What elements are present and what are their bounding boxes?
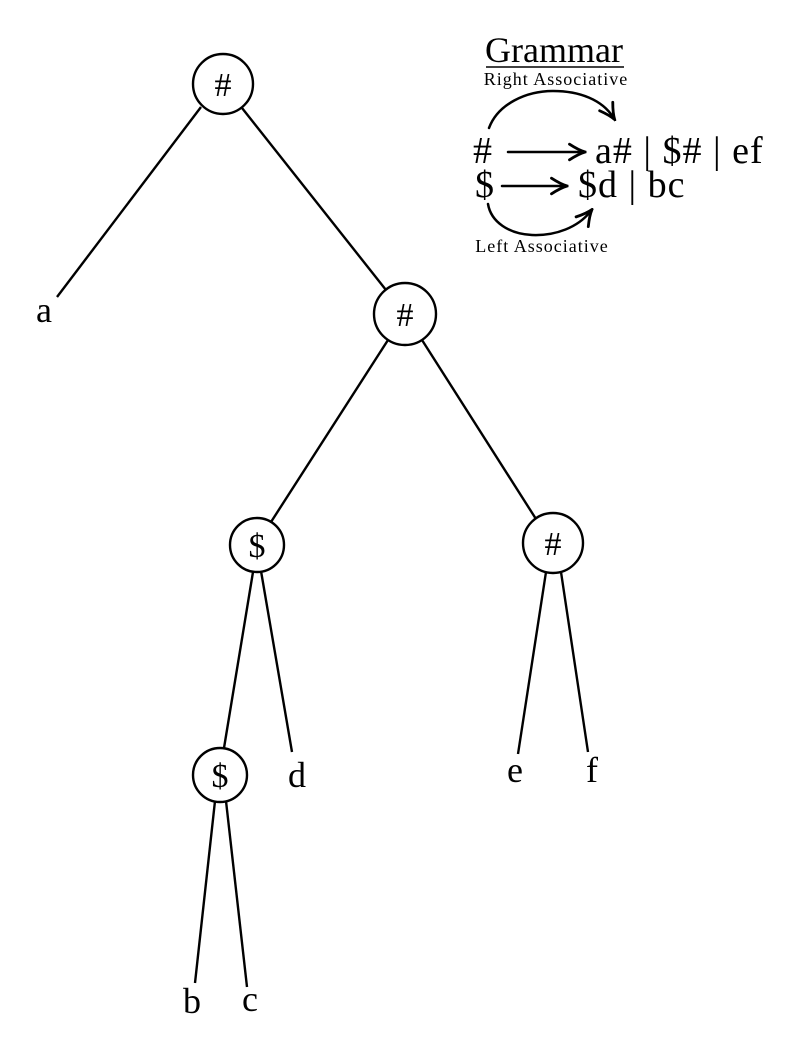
tree-leaves: a b c d e f bbox=[36, 290, 598, 1021]
tree-node-mid: # bbox=[372, 281, 438, 347]
edge-dollar-dollar bbox=[222, 571, 255, 749]
node-label: # bbox=[545, 526, 562, 563]
rule-lhs: # bbox=[473, 130, 493, 172]
edge-mid-hash bbox=[420, 339, 538, 520]
grammar-legend: Grammar Right Associative # a# | $# | ef… bbox=[473, 30, 764, 256]
tree-node-root: # bbox=[191, 52, 255, 116]
node-label: # bbox=[215, 67, 232, 104]
node-circle bbox=[191, 746, 249, 804]
leaf-b: b bbox=[183, 981, 201, 1021]
edge-dollar2-c bbox=[224, 800, 249, 988]
node-label: $ bbox=[212, 758, 229, 795]
edge-dollar2-b bbox=[193, 800, 217, 984]
edge-dollar-d bbox=[259, 570, 294, 753]
grammar-rule-2: $ $d | bc bbox=[475, 164, 685, 206]
leaf-f: f bbox=[586, 750, 598, 790]
right-associative-label: Right Associative bbox=[484, 69, 629, 89]
rule-rhs: $d | bc bbox=[578, 164, 685, 206]
leaf-a: a bbox=[36, 290, 52, 330]
node-circle bbox=[372, 281, 438, 347]
left-associative-label: Left Associative bbox=[475, 236, 608, 256]
edge-root-mid bbox=[241, 107, 387, 291]
tree-node-hash-right: # bbox=[521, 511, 585, 575]
edge-hash-f bbox=[559, 571, 590, 753]
tree-node-dollar-upper: $ bbox=[228, 516, 286, 574]
edge-root-a bbox=[56, 106, 202, 298]
edge-hash-e bbox=[516, 571, 548, 755]
leaf-c: c bbox=[242, 979, 258, 1019]
grammar-rule-1: # a# | $# | ef bbox=[473, 130, 764, 172]
rule-rhs: a# | $# | ef bbox=[595, 130, 764, 172]
leaf-d: d bbox=[288, 755, 306, 795]
node-label: # bbox=[397, 297, 414, 334]
leaf-e: e bbox=[507, 750, 523, 790]
left-associative-arrow bbox=[486, 202, 590, 237]
tree-node-dollar-lower: $ bbox=[191, 746, 249, 804]
rule-lhs: $ bbox=[475, 164, 495, 206]
tree-edges bbox=[56, 106, 590, 988]
grammar-title: Grammar bbox=[485, 30, 623, 70]
edge-mid-dollar bbox=[269, 339, 390, 523]
node-circle bbox=[521, 511, 585, 575]
right-associative-arrow bbox=[487, 89, 613, 130]
node-label: $ bbox=[249, 528, 266, 565]
node-circle bbox=[191, 52, 255, 116]
tree-nodes: # # $ $ # bbox=[191, 52, 585, 804]
node-circle bbox=[228, 516, 286, 574]
